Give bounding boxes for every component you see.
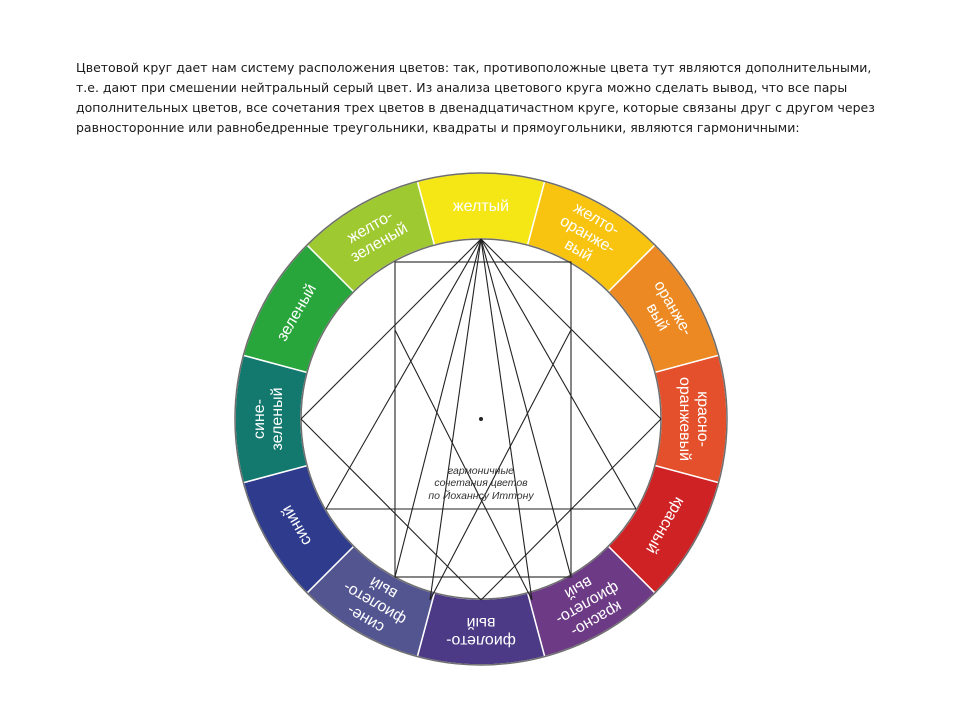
segment-label-yellow: желтый [453,198,509,215]
intro-line-2: т.е. дают при смешении нейтральный серый… [76,80,848,95]
apex-line-4 [480,238,533,601]
segment-label-blue-green: сине-зеленый [251,387,286,450]
segment-label-violet: фиолето-вый [446,614,516,649]
wheel-outer-border [234,172,728,666]
apex-line-1 [394,238,482,578]
apex-line-3 [429,238,482,601]
caption-line-3: по Йоханнсу Иттону [428,489,534,502]
intro-paragraph: Цветовой круг дает нам систему расположе… [76,58,926,138]
intro-line-4: равносторонние или равнобедренные треуго… [76,120,800,135]
intro-line-3: дополнительных цветов, все сочетания тре… [76,100,875,115]
harmony-rectangle [394,261,572,578]
harmony-caption: гармоничные сочетания цветов по Йоханнсу… [428,465,534,502]
square-edge-1 [300,238,482,420]
intro-line-1: Цветовой круг дает нам систему расположе… [76,60,872,75]
caption-line-1: гармоничные [448,465,514,477]
triangle-right-edge [480,238,637,510]
harmony-diagram [300,238,662,601]
triangle-left-edge [325,238,482,510]
cross-line-1 [394,329,533,601]
apex-line-2 [480,238,572,578]
caption-line-2: сочетания цветов [434,477,528,489]
wheel-center-dot [479,417,483,421]
cross-line-2 [429,329,572,601]
segment-label-red-orange: красно-оранжевый [676,377,711,461]
